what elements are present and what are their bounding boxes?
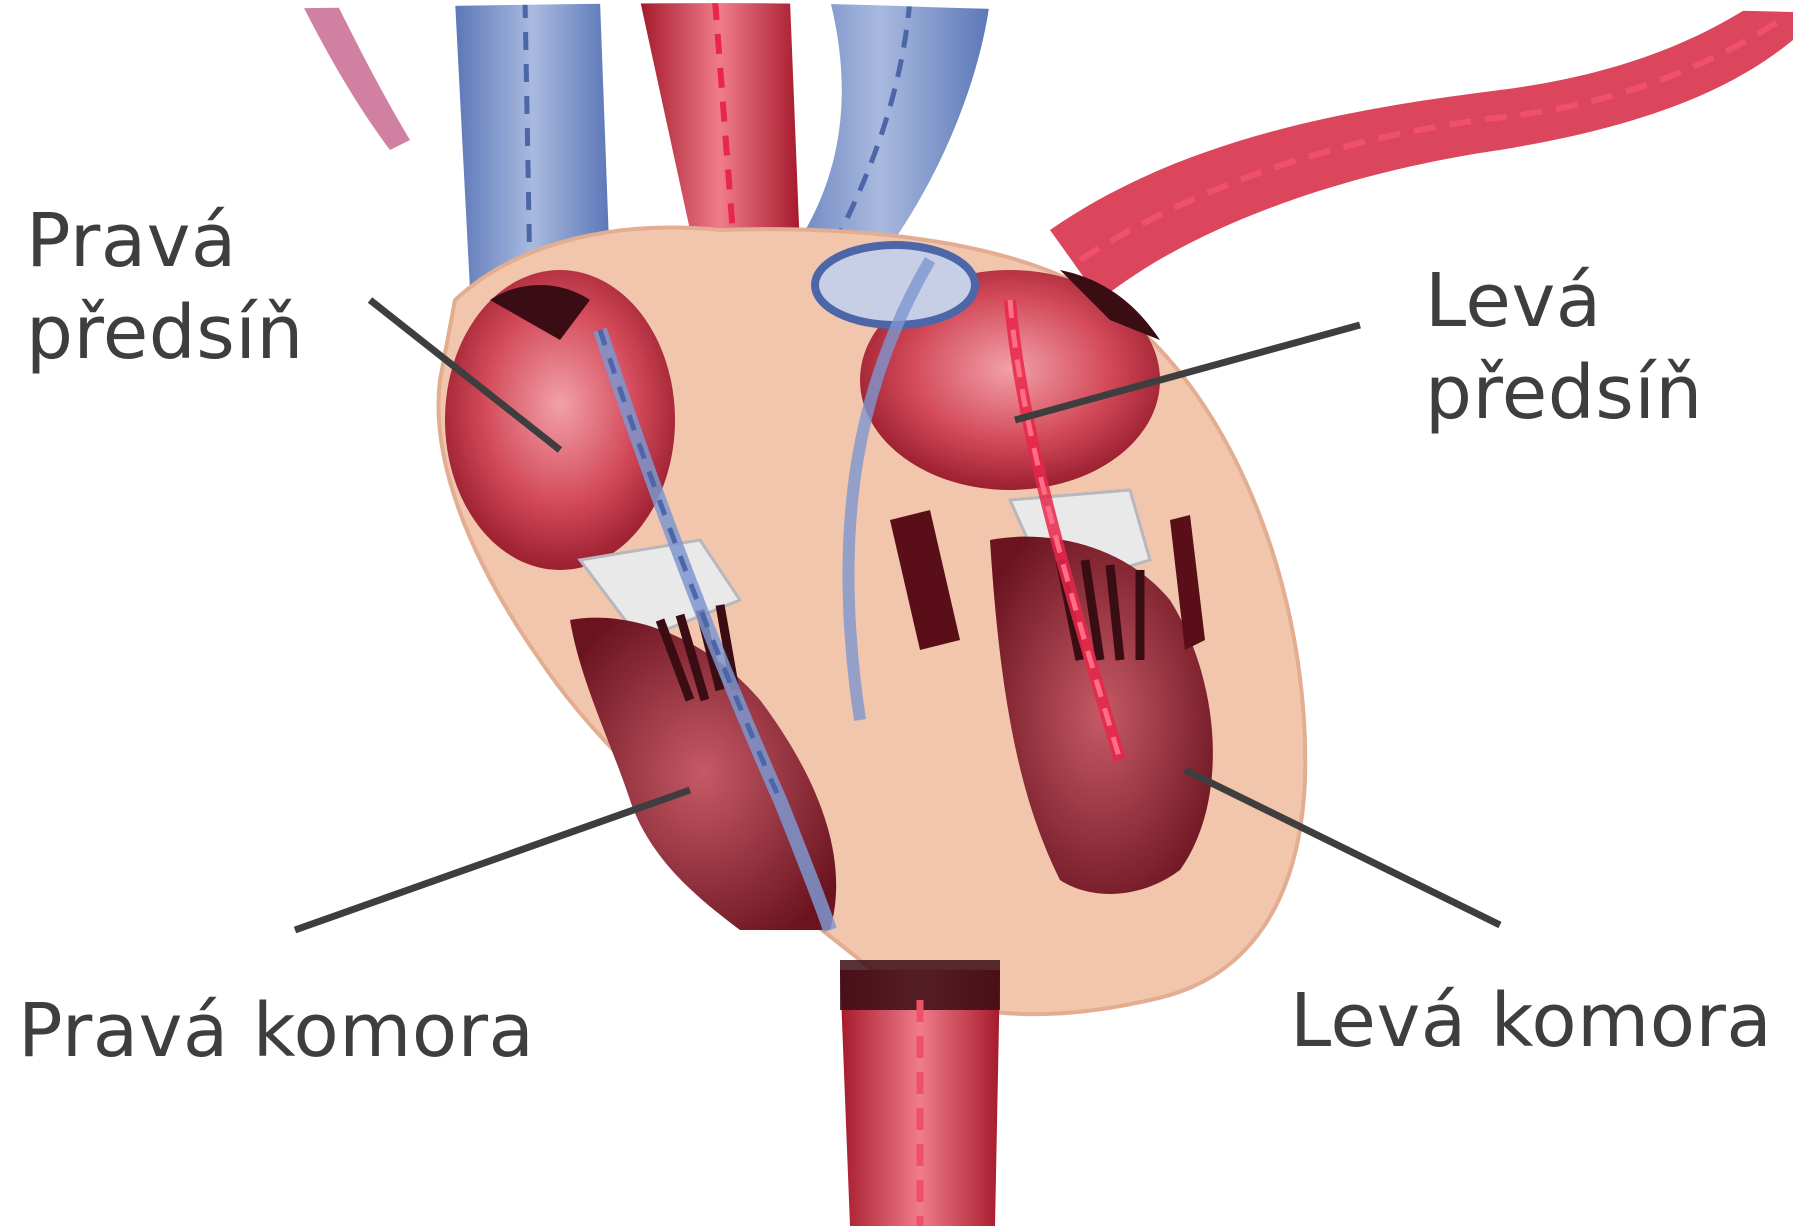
label-left-ventricle: Levá komora [1290,975,1772,1067]
label-left-atrium-line2: předsíň [1425,347,1703,439]
label-right-atrium: Pravá předsíň [26,195,304,379]
label-right-atrium-line1: Pravá [26,195,304,287]
label-right-ventricle: Pravá komora [18,985,534,1077]
label-left-atrium-line1: Levá [1425,255,1703,347]
label-right-ventricle-text: Pravá komora [18,985,534,1077]
label-right-atrium-line2: předsíň [26,287,304,379]
aortic-valve [815,245,975,325]
leader-right-ventricle [295,790,690,930]
label-left-atrium: Levá předsíň [1425,255,1703,439]
label-left-ventricle-text: Levá komora [1290,975,1772,1067]
vein-top-left [300,0,410,150]
